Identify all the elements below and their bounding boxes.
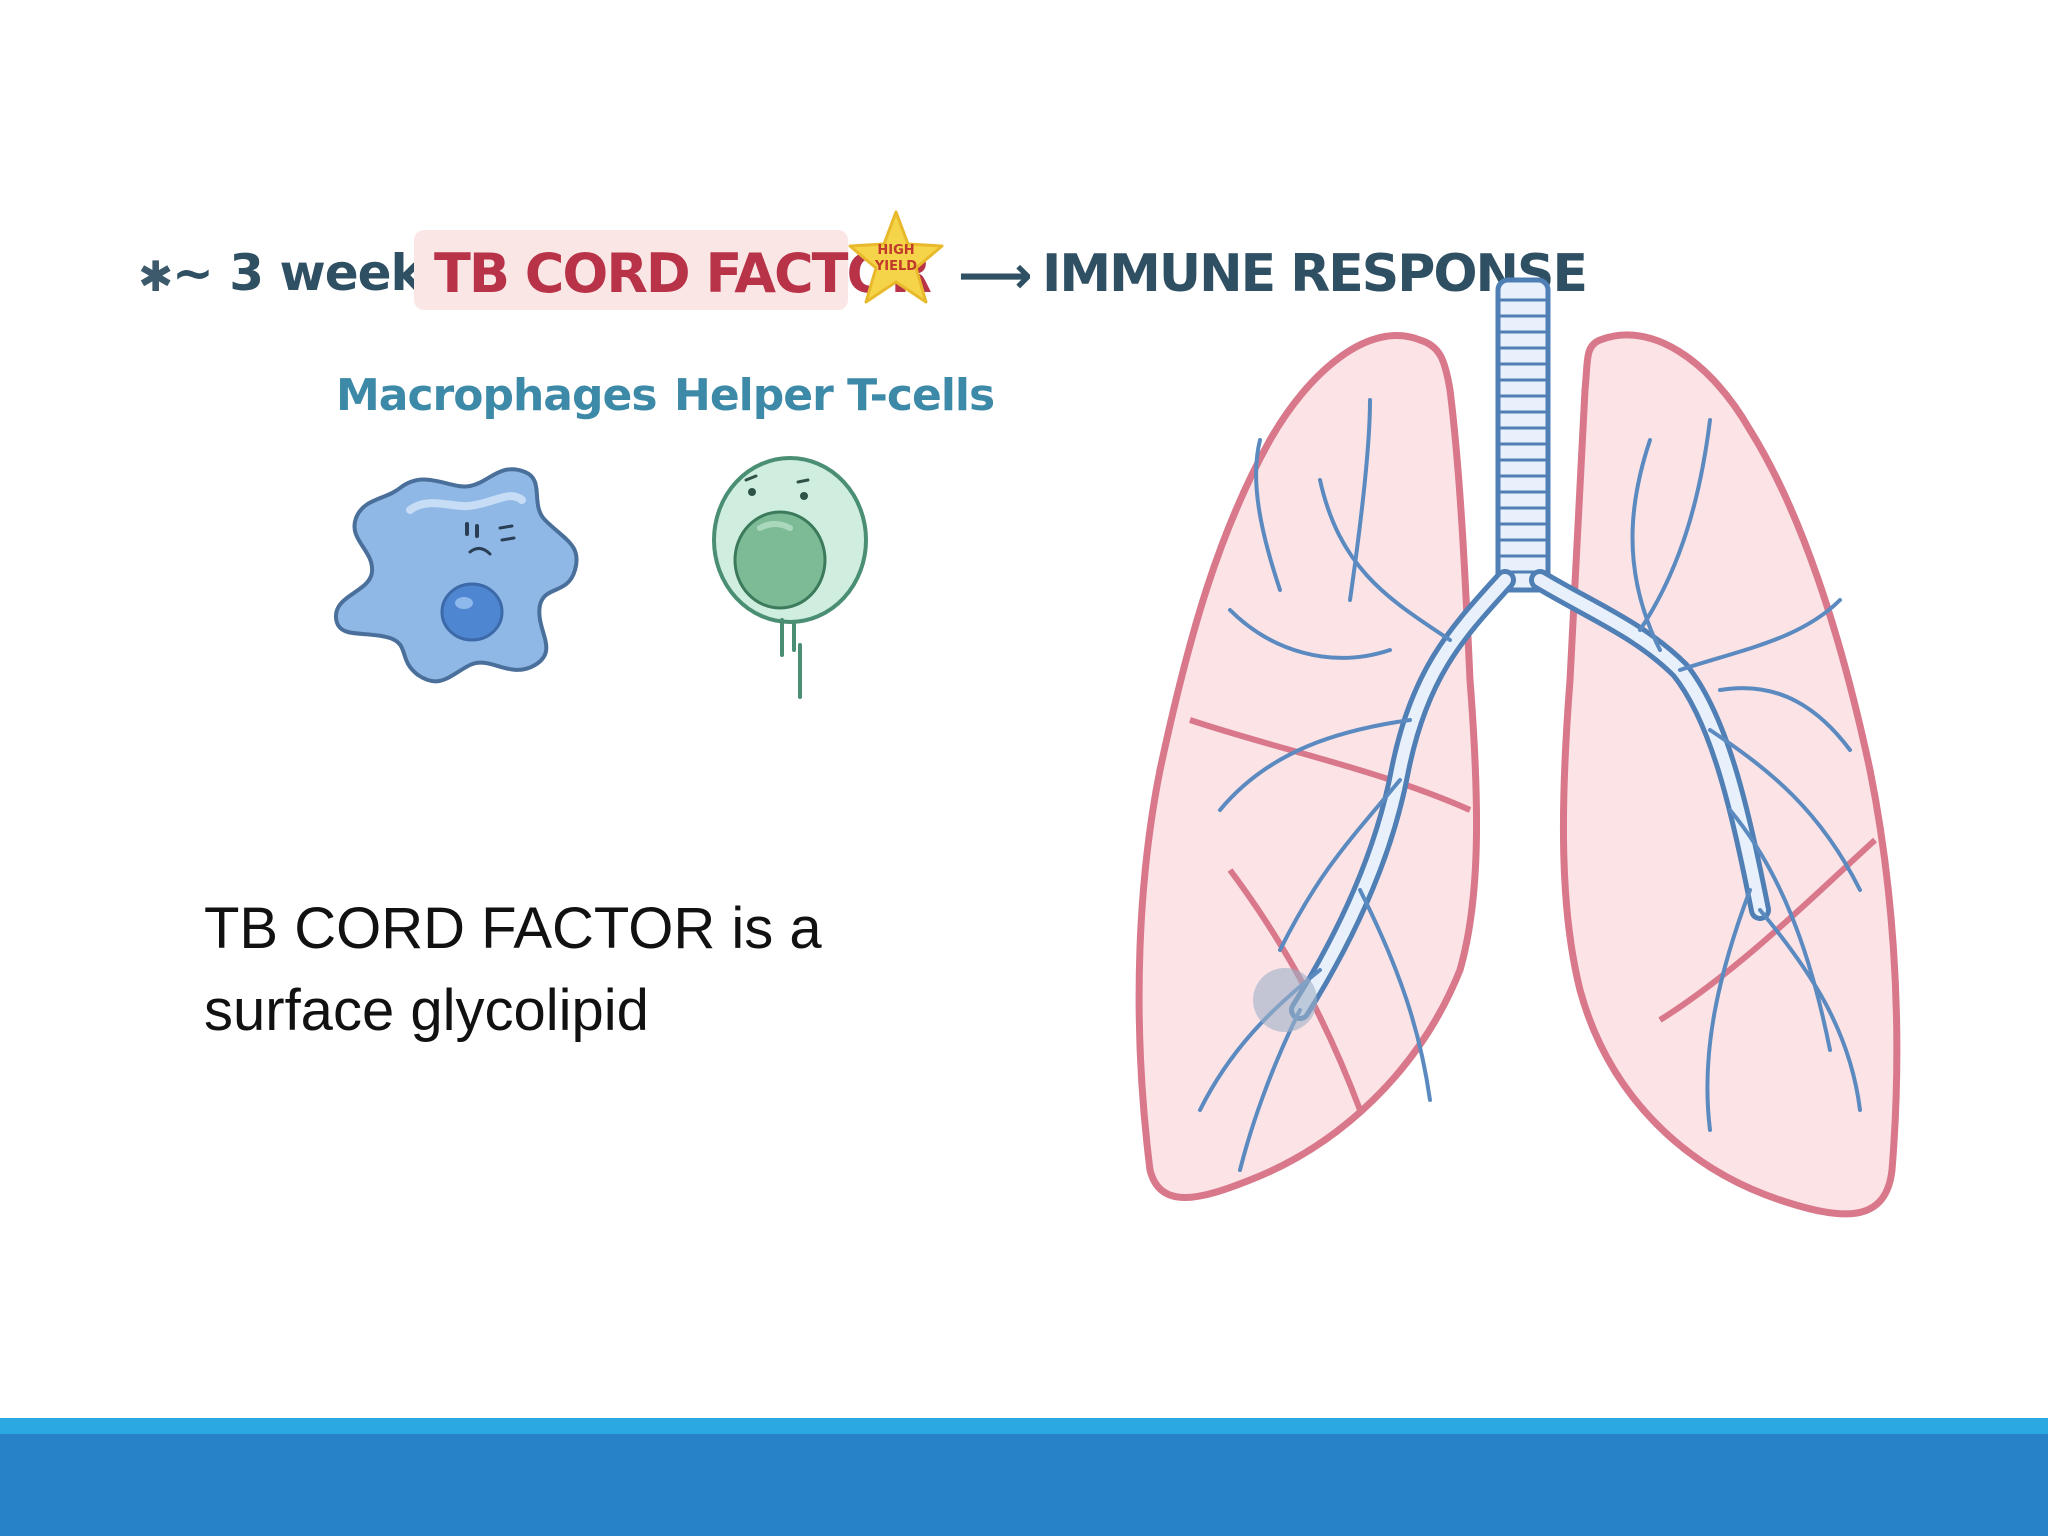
lesion-spot (1253, 968, 1317, 1032)
footer-stripe (0, 1418, 2048, 1434)
body-text: TB CORD FACTOR is a surface glycolipid (204, 888, 904, 1052)
footer-bar (0, 1434, 2048, 1536)
macrophages-label: Macrophages (336, 370, 658, 421)
badge-line1: HIGH (877, 243, 914, 258)
helper-t-cell-icon (712, 456, 868, 699)
lungs-illustration-icon (1135, 277, 1901, 1218)
body-text-line1: TB CORD FACTOR is a (204, 896, 822, 961)
cord-factor-highlight (414, 230, 848, 310)
macrophage-icon (334, 467, 579, 684)
arrow-icon: ⟶ (958, 246, 1033, 306)
badge-line2: YIELD (874, 259, 917, 274)
asterisk-icon: ✱ (138, 252, 174, 301)
body-text-line2: surface glycolipid (204, 978, 649, 1043)
helper-t-cells-label: Helper T-cells (674, 370, 995, 421)
star-icon: HIGH YIELD (848, 210, 944, 304)
cord-factor-label: TB CORD FACTOR (434, 242, 932, 305)
